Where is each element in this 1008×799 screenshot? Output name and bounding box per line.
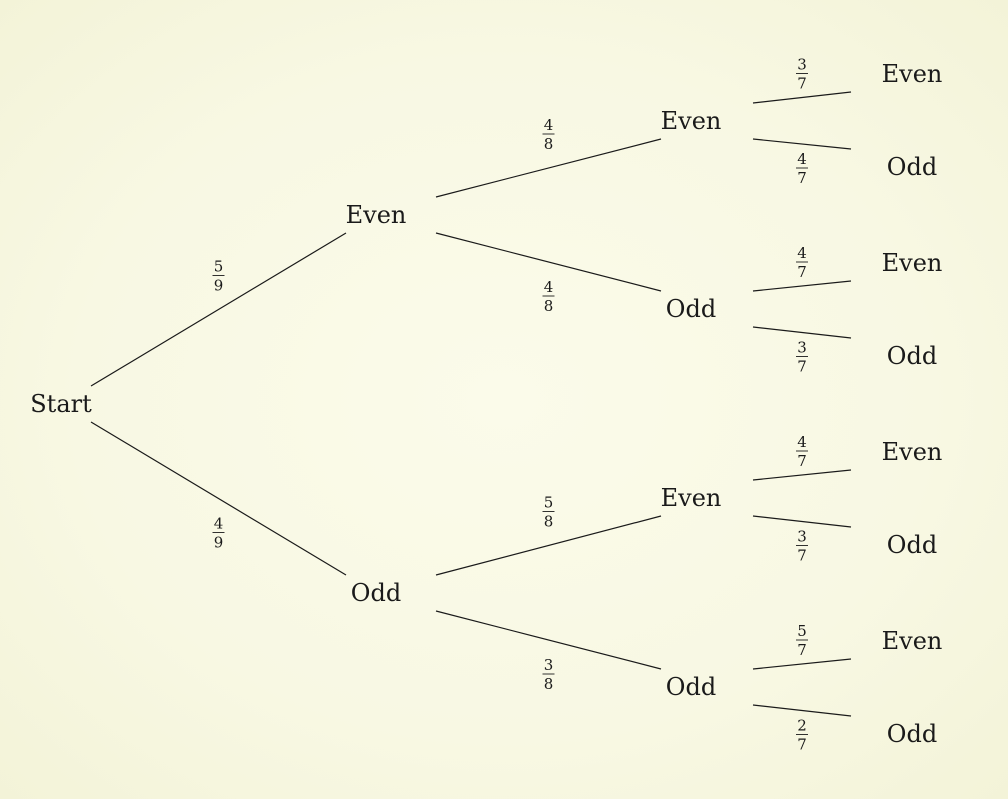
branch-o1o2-o1o2e3 <box>752 658 852 670</box>
probability-numerator: 5 <box>544 494 554 512</box>
probability-denominator: 8 <box>544 513 554 531</box>
branch-probability-o1e2-o1e2o3: 37 <box>796 528 808 565</box>
branch-probability-o1o2-o1o2o3: 27 <box>796 717 808 754</box>
branch-o1-o1o2 <box>435 610 662 670</box>
probability-denominator: 9 <box>214 534 224 552</box>
branch-probability-o1-o1e2: 58 <box>542 494 555 531</box>
probability-denominator: 7 <box>797 358 807 376</box>
branch-o1e2-o1e2o3 <box>752 515 852 528</box>
node-e1: Even <box>346 201 407 229</box>
branch-probability-e1-e1e2: 48 <box>542 116 555 153</box>
probability-denominator: 7 <box>797 641 807 659</box>
probability-numerator: 4 <box>544 116 554 134</box>
nodes-layer: StartEvenOddEvenOddEvenOddEvenOddEvenOdd… <box>30 60 942 748</box>
branch-o1o2-o1o2o3 <box>752 704 852 717</box>
node-e1e2e3: Even <box>882 60 943 88</box>
node-o1e2e3: Even <box>882 438 943 466</box>
node-o1e2: Even <box>661 484 722 512</box>
probability-denominator: 7 <box>797 263 807 281</box>
branch-e1-e1e2 <box>435 138 662 198</box>
branch-start-e1 <box>90 232 347 387</box>
branch-e1e2-e1e2e3 <box>752 91 852 104</box>
branch-probability-e1-e1o2: 48 <box>542 278 555 315</box>
node-e1o2: Odd <box>666 295 716 323</box>
node-start: Start <box>30 390 92 418</box>
probability-numerator: 4 <box>544 278 554 296</box>
probability-denominator: 7 <box>797 452 807 470</box>
probability-numerator: 4 <box>797 150 807 168</box>
branch-probability-o1o2-o1o2e3: 57 <box>796 622 808 659</box>
branch-o1-o1e2 <box>435 515 662 576</box>
probability-numerator: 3 <box>797 56 807 74</box>
probability-denominator: 7 <box>797 547 807 565</box>
probability-denominator: 8 <box>544 297 554 315</box>
node-e1e2: Even <box>661 107 722 135</box>
branch-o1e2-o1e2e3 <box>752 469 852 481</box>
probability-denominator: 8 <box>544 675 554 693</box>
node-o1o2e3: Even <box>882 627 943 655</box>
branch-start-o1 <box>90 421 347 576</box>
probability-numerator: 4 <box>214 515 224 533</box>
node-e1e2o3: Odd <box>887 153 937 181</box>
branch-probability-e1e2-e1e2o3: 47 <box>796 150 808 187</box>
node-o1: Odd <box>351 579 401 607</box>
probability-numerator: 4 <box>797 433 807 451</box>
branch-probability-start-e1: 59 <box>212 258 225 295</box>
edges-layer <box>90 91 852 717</box>
node-o1o2o3: Odd <box>887 720 937 748</box>
branch-probability-e1e2-e1e2e3: 37 <box>796 56 808 93</box>
probability-denominator: 7 <box>797 736 807 754</box>
probability-denominator: 9 <box>214 277 224 295</box>
probability-numerator: 2 <box>797 717 807 735</box>
branch-e1e2-e1e2o3 <box>752 138 852 150</box>
node-o1e2o3: Odd <box>887 531 937 559</box>
probability-numerator: 3 <box>544 656 554 674</box>
node-e1o2o3: Odd <box>887 342 937 370</box>
probability-numerator: 5 <box>797 622 807 640</box>
branch-probability-o1-o1o2: 38 <box>542 656 555 693</box>
probability-numerator: 3 <box>797 528 807 546</box>
probability-denominator: 8 <box>544 135 554 153</box>
branch-probability-e1o2-e1o2o3: 37 <box>796 339 808 376</box>
branch-probability-start-o1: 49 <box>212 515 225 552</box>
branch-e1-e1o2 <box>435 232 662 292</box>
branch-e1o2-e1o2o3 <box>752 326 852 339</box>
probability-numerator: 5 <box>214 258 224 276</box>
branch-probability-o1e2-o1e2e3: 47 <box>796 433 808 470</box>
probability-denominator: 7 <box>797 169 807 187</box>
node-o1o2: Odd <box>666 673 716 701</box>
branch-e1o2-e1o2e3 <box>752 280 852 292</box>
probability-numerator: 3 <box>797 339 807 357</box>
probability-numerator: 4 <box>797 244 807 262</box>
probability-denominator: 7 <box>797 75 807 93</box>
node-e1o2e3: Even <box>882 249 943 277</box>
branch-probability-e1o2-e1o2e3: 47 <box>796 244 808 281</box>
